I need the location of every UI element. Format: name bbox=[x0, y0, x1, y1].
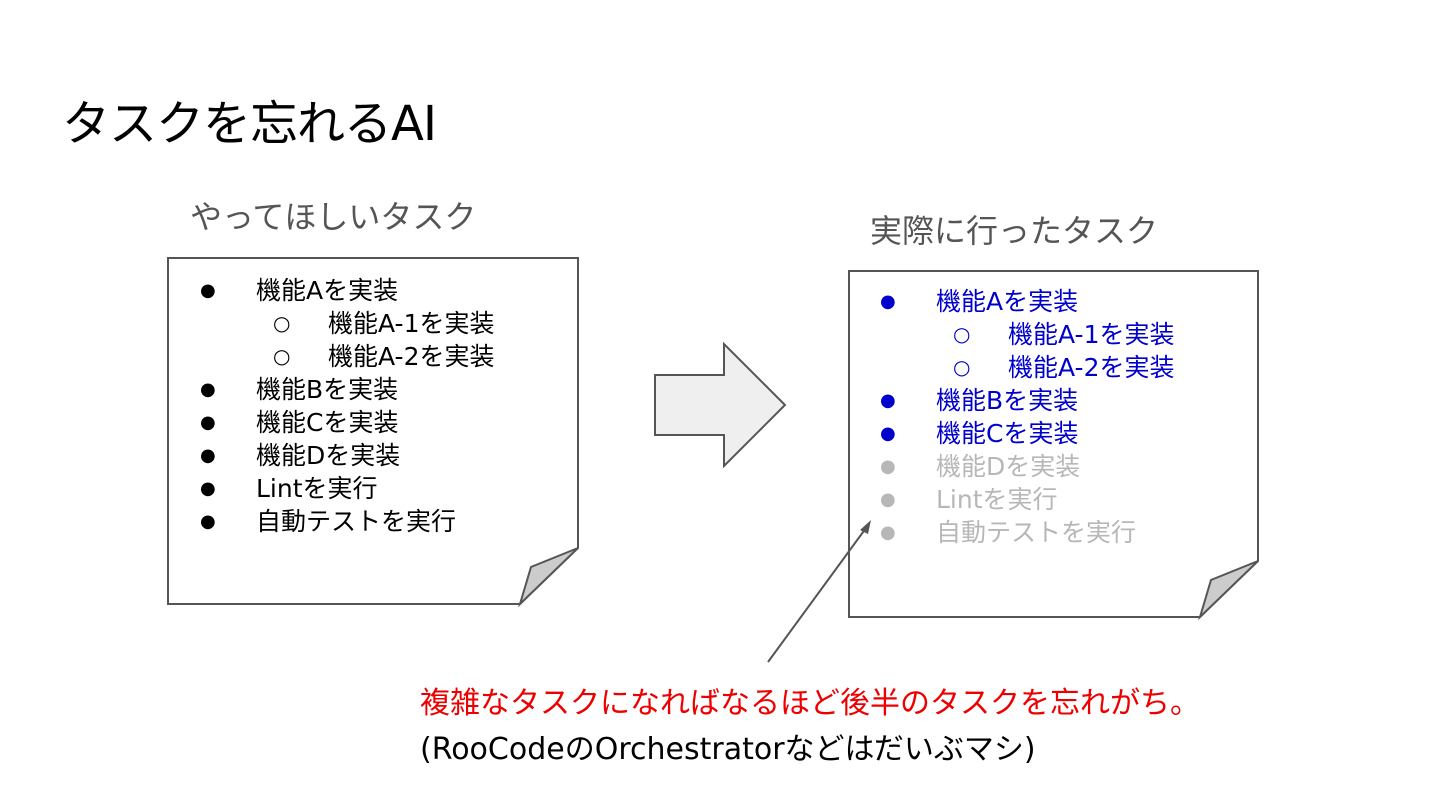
bullet-icon: ● bbox=[880, 390, 896, 411]
bullet-icon: ● bbox=[880, 456, 896, 477]
aside-note: (RooCodeのOrchestratorなどはだいぶマシ) bbox=[420, 732, 1036, 767]
sub-bullet-icon: ○ bbox=[273, 311, 291, 335]
task-label: 機能Bを実装 bbox=[936, 386, 1079, 415]
requested-task-list: ● 機能Aを実装 ○ 機能A-1を実装 ○ 機能A-2を実装 ● 機能Bを実装 ● 機能C… bbox=[170, 274, 494, 538]
actual-task-list: ● 機能Aを実装 ○ 機能A-1を実装 ○ 機能A-2を実装 ● 機能Bを実装 ● 機能C… bbox=[850, 285, 1174, 549]
list-item: ● 機能Cを実装 bbox=[170, 406, 494, 439]
task-label: Lintを実行 bbox=[936, 485, 1058, 514]
sub-bullet-icon: ○ bbox=[953, 355, 971, 379]
task-label: 機能Bを実装 bbox=[256, 375, 399, 404]
callout-arrowhead-icon bbox=[860, 520, 871, 534]
actual-tasks-document-icon bbox=[848, 270, 1259, 621]
list-item: ● 機能Bを実装 bbox=[170, 373, 494, 406]
list-item: ○ 機能A-1を実装 bbox=[170, 307, 494, 340]
bullet-icon: ● bbox=[880, 291, 896, 312]
task-label: 自動テストを実行 bbox=[256, 507, 457, 536]
task-label: 機能Aを実装 bbox=[936, 287, 1079, 316]
task-label: Lintを実行 bbox=[256, 474, 378, 503]
callout-line bbox=[767, 527, 867, 663]
requested-tasks-caption: やってほしいタスク bbox=[190, 198, 477, 236]
warning-note: 複雑なタスクになればなるほど後半のタスクを忘れがち。 bbox=[420, 686, 1200, 721]
task-label: 機能A-1を実装 bbox=[328, 309, 495, 338]
bullet-icon: ● bbox=[200, 412, 216, 433]
page-fold-icon bbox=[517, 547, 579, 608]
task-label: 機能Cを実装 bbox=[936, 419, 1079, 448]
list-item-forgotten: ● 機能Dを実装 bbox=[850, 450, 1174, 483]
list-item-done: ○ 機能A-2を実装 bbox=[850, 351, 1174, 384]
requested-tasks-document-icon bbox=[167, 257, 579, 608]
bullet-icon: ● bbox=[200, 280, 216, 301]
sub-bullet-icon: ○ bbox=[953, 322, 971, 346]
task-label: 機能Cを実装 bbox=[256, 408, 399, 437]
bullet-icon: ● bbox=[880, 522, 896, 543]
list-item-done: ○ 機能A-1を実装 bbox=[850, 318, 1174, 351]
slide-title: タスクを忘れるAI bbox=[62, 96, 437, 152]
list-item-done: ● 機能Aを実装 bbox=[850, 285, 1174, 318]
bullet-icon: ● bbox=[200, 445, 216, 466]
bullet-icon: ● bbox=[880, 423, 896, 444]
bullet-icon: ● bbox=[880, 489, 896, 510]
task-label: 機能Dを実装 bbox=[256, 441, 401, 470]
page-fold-icon bbox=[1197, 560, 1259, 621]
list-item: ● 自動テストを実行 bbox=[170, 505, 494, 538]
list-item-forgotten: ● 自動テストを実行 bbox=[850, 516, 1174, 549]
bullet-icon: ● bbox=[200, 511, 216, 532]
bullet-icon: ● bbox=[200, 379, 216, 400]
list-item-done: ● 機能Bを実装 bbox=[850, 384, 1174, 417]
list-item: ○ 機能A-2を実装 bbox=[170, 340, 494, 373]
list-item-forgotten: ● Lintを実行 bbox=[850, 483, 1174, 516]
list-item: ● 機能Dを実装 bbox=[170, 439, 494, 472]
task-label: 機能A-2を実装 bbox=[328, 342, 495, 371]
actual-tasks-caption: 実際に行ったタスク bbox=[870, 212, 1159, 250]
sub-bullet-icon: ○ bbox=[273, 344, 291, 368]
task-label: 機能A-2を実装 bbox=[1008, 353, 1175, 382]
list-item-done: ● 機能Cを実装 bbox=[850, 417, 1174, 450]
list-item: ● 機能Aを実装 bbox=[170, 274, 494, 307]
task-label: 自動テストを実行 bbox=[936, 518, 1137, 547]
list-item: ● Lintを実行 bbox=[170, 472, 494, 505]
task-label: 機能Dを実装 bbox=[936, 452, 1081, 481]
task-label: 機能A-1を実装 bbox=[1008, 320, 1175, 349]
task-label: 機能Aを実装 bbox=[256, 276, 399, 305]
right-arrow-icon bbox=[654, 341, 787, 469]
bullet-icon: ● bbox=[200, 478, 216, 499]
